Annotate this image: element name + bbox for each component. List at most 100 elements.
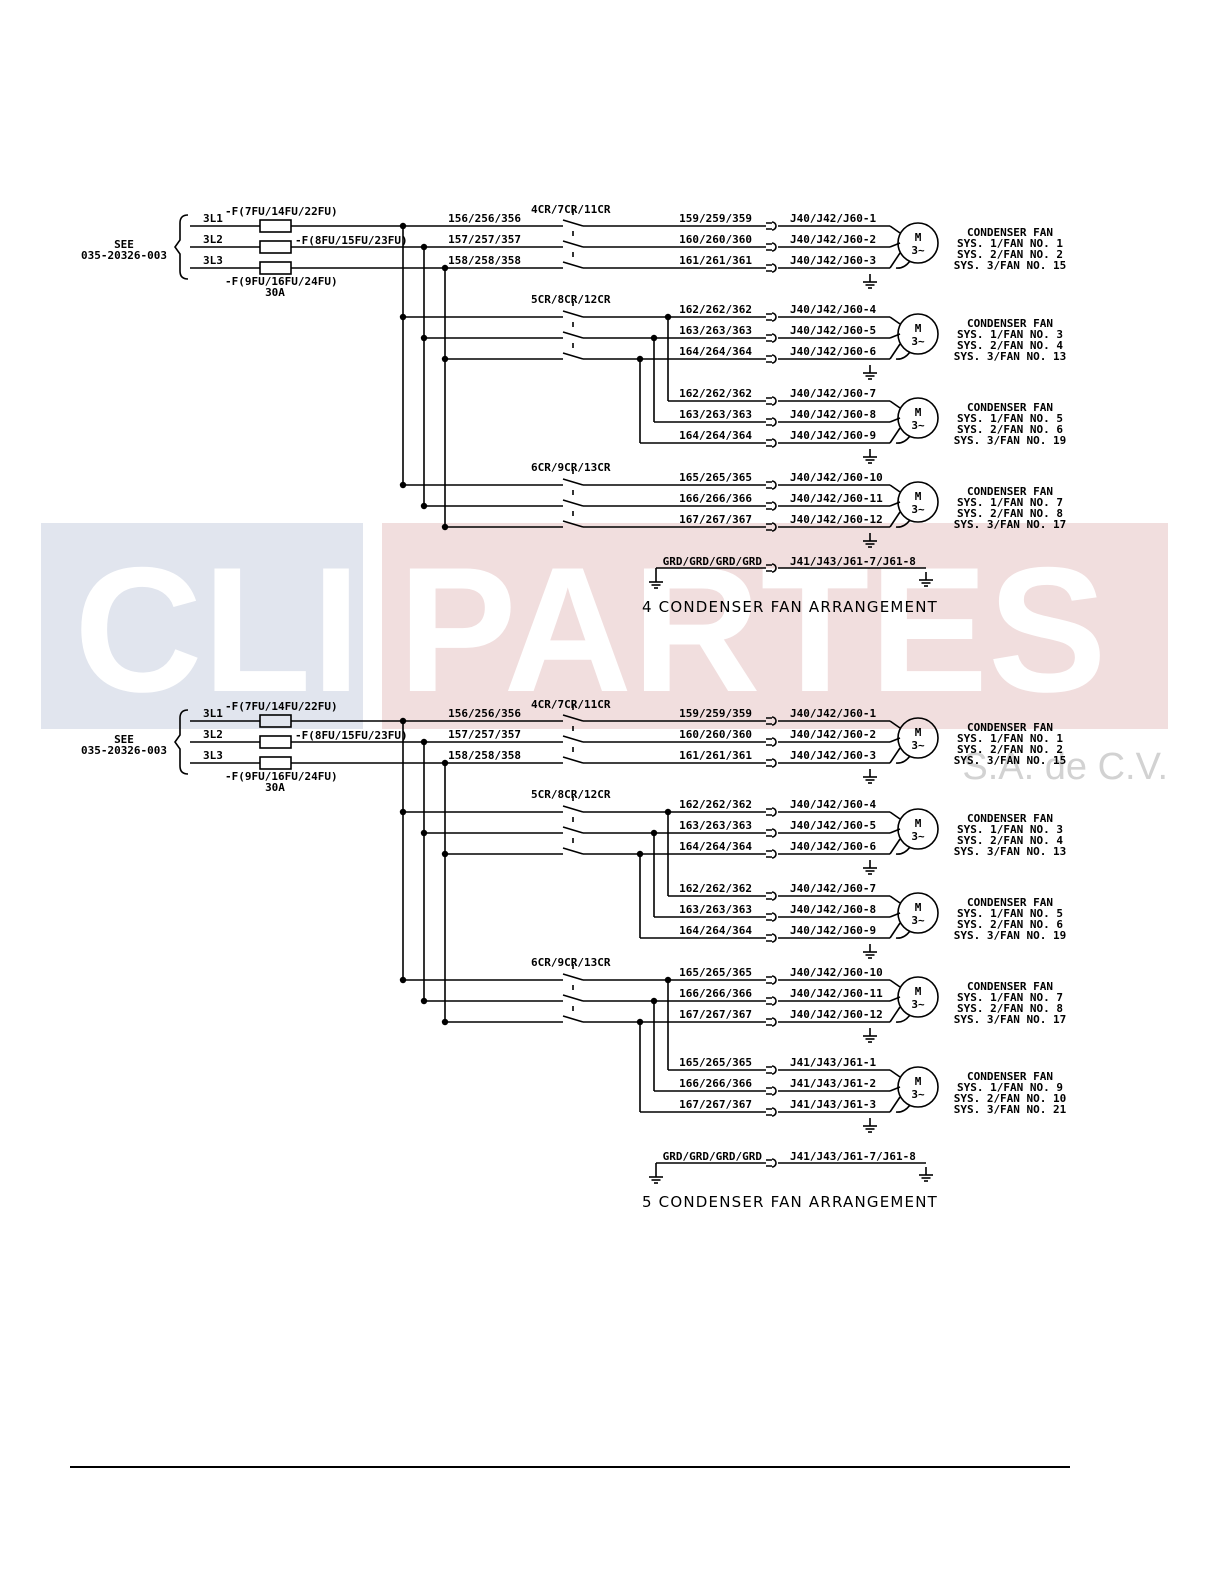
label: 3L3 [203, 254, 223, 267]
connector-plug [766, 737, 777, 747]
motor-symbol: M3~ [895, 976, 939, 1023]
label: J40/J42/J60-10 [790, 966, 883, 979]
label: 4 CONDENSER FAN ARRANGEMENT [642, 598, 938, 616]
contactor-contact [562, 994, 584, 1002]
ground-symbol [863, 944, 877, 959]
motor-symbol: M3~ [895, 717, 939, 764]
motor-circle [897, 313, 939, 355]
motor-circle [897, 892, 939, 934]
connector-plug [766, 501, 777, 511]
reference-brace [174, 214, 189, 280]
label: SYS. 1/FAN NO. 1 [957, 237, 1063, 250]
label: -F(9FU/16FU/24FU) [225, 275, 338, 288]
junction-dot [636, 850, 644, 858]
label: SYS. 3/FAN NO. 15 [954, 259, 1067, 272]
label: J40/J42/J60-11 [790, 492, 883, 505]
motor-symbol: M3~ [895, 892, 939, 939]
label: 3~ [911, 739, 925, 752]
motor-lead [889, 922, 901, 939]
contactor-contact [562, 219, 584, 227]
motor-circle [897, 1066, 939, 1108]
label: CONDENSER FAN [967, 485, 1053, 498]
motor-circle [897, 222, 939, 264]
connector-plug [766, 828, 777, 838]
motor-lead [889, 720, 901, 729]
label: CONDENSER FAN [967, 721, 1053, 734]
label: M [915, 490, 922, 503]
junction-dot [636, 355, 644, 363]
watermark-subtitle: S.A. de C.V. [962, 746, 1168, 788]
label: 3L1 [203, 707, 223, 720]
label: M [915, 322, 922, 335]
label: SYS. 3/FAN NO. 21 [954, 1103, 1067, 1116]
label: 160/260/360 [679, 728, 752, 741]
label: 162/262/362 [679, 387, 752, 400]
motor-symbol: M3~ [895, 808, 939, 855]
connector-plug [766, 333, 777, 343]
motor-ground-curve [895, 519, 911, 528]
label: 163/263/363 [679, 819, 752, 832]
label: J40/J42/J60-9 [790, 924, 876, 937]
junction-dot [441, 355, 449, 363]
junction-dot [664, 976, 672, 984]
ground-symbol [863, 274, 877, 289]
contactor-contact [562, 1015, 584, 1023]
ground-symbol [863, 449, 877, 464]
motor-ground-curve [895, 1104, 911, 1113]
label: 166/266/366 [679, 987, 752, 1000]
label: GRD/GRD/GRD/GRD [663, 555, 763, 568]
label: 3L1 [203, 212, 223, 225]
connector-plug [766, 1158, 777, 1168]
contactor-contact [562, 973, 584, 981]
junction-dot [441, 1018, 449, 1026]
label: 164/264/364 [679, 429, 752, 442]
connector-plug [766, 522, 777, 532]
motor-circle [897, 397, 939, 439]
motor-lead [889, 1069, 901, 1078]
contactor-contact [562, 478, 584, 486]
connector-plug [766, 807, 777, 817]
label: 160/260/360 [679, 233, 752, 246]
contactor-contact [562, 520, 584, 528]
label: SYS. 1/FAN NO. 7 [957, 991, 1063, 1004]
label: M [915, 985, 922, 998]
label: -F(7FU/14FU/22FU) [225, 700, 338, 713]
motor-lead [889, 400, 901, 409]
connector-plug [766, 1017, 777, 1027]
contactor-contact [562, 735, 584, 743]
label: 6CR/9CR/13CR [531, 956, 611, 969]
label: SYS. 1/FAN NO. 5 [957, 412, 1063, 425]
junction-dot [420, 997, 428, 1005]
label: J40/J42/J60-12 [790, 1008, 883, 1021]
label: J40/J42/J60-7 [790, 882, 876, 895]
label: J40/J42/J60-5 [790, 819, 876, 832]
label: SYS. 3/FAN NO. 13 [954, 845, 1067, 858]
watermark-left-panel [41, 523, 363, 729]
junction-dot [420, 502, 428, 510]
motor-lead [889, 1096, 901, 1113]
watermark-text-right: PARTES [398, 530, 1107, 729]
label: J40/J42/J60-11 [790, 987, 883, 1000]
label: SYS. 2/FAN NO. 10 [954, 1092, 1067, 1105]
ground-symbol [863, 533, 877, 548]
label: SYS. 3/FAN NO. 19 [954, 434, 1067, 447]
connector-plug [766, 354, 777, 364]
motor-ground-curve [895, 351, 911, 360]
motor-lead [889, 811, 901, 820]
label: 3~ [911, 244, 925, 257]
label: CONDENSER FAN [967, 1070, 1053, 1083]
label: 161/261/361 [679, 749, 752, 762]
ground-symbol [919, 1167, 933, 1182]
label: 3~ [911, 503, 925, 516]
label: 162/262/362 [679, 303, 752, 316]
label: M [915, 1075, 922, 1088]
label: -F(8FU/15FU/23FU) [295, 234, 408, 247]
reference-brace [174, 709, 189, 775]
